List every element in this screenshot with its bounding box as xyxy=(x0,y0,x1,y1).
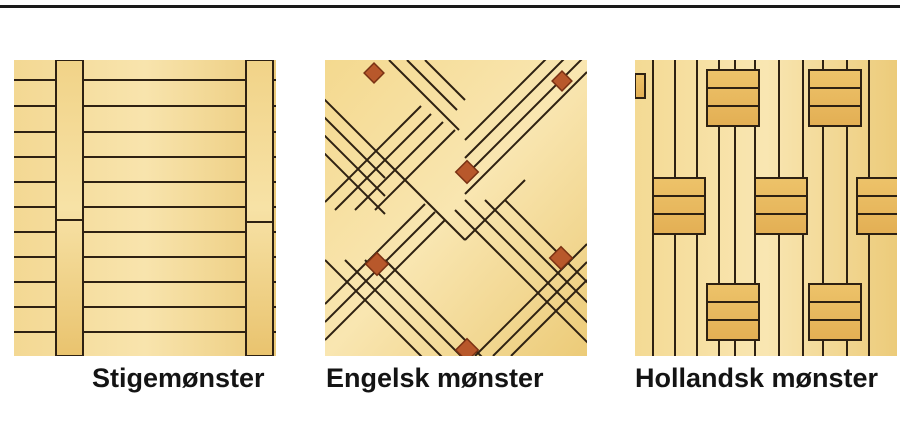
dutch-pattern-illustration xyxy=(635,60,897,356)
english-pattern-caption: Engelsk mønster xyxy=(326,363,544,393)
ladder-pattern-caption: Stigemønster xyxy=(92,363,265,393)
ladder-pattern-illustration xyxy=(14,60,276,356)
dutch-pattern-caption: Hollandsk mønster xyxy=(635,363,879,393)
top-divider xyxy=(0,5,900,8)
english-pattern-illustration xyxy=(325,60,587,356)
